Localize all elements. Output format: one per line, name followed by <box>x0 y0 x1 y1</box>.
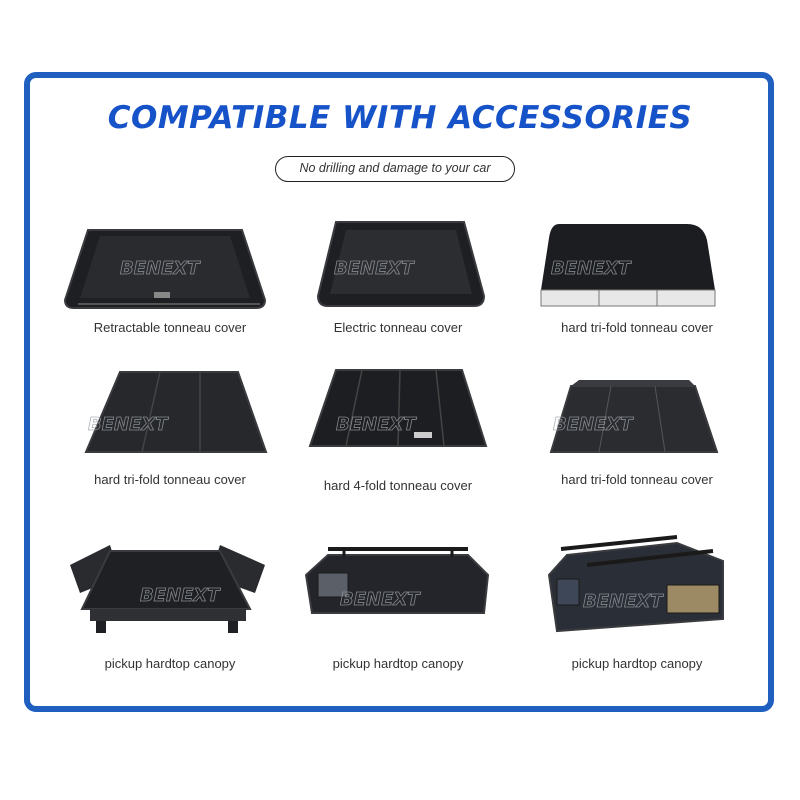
product-label: pickup hardtop canopy <box>104 656 236 671</box>
product-label: hard tri-fold tonneau cover <box>94 472 246 487</box>
canopy-icon: BENEXT <box>304 547 490 614</box>
trifold-cover-icon: BENEXT <box>549 380 719 453</box>
brand-watermark: BENEXT <box>336 414 417 435</box>
brand-watermark: BENEXT <box>340 589 421 610</box>
product-card: BENEXT hard 4-fold tonneau cover <box>288 366 508 526</box>
page-title: COMPATIBLE WITH ACCESSORIES <box>107 100 693 136</box>
product-card: BENEXT pickup hardtop canopy <box>60 535 280 695</box>
product-card: BENEXT Retractable tonneau cover <box>60 212 280 372</box>
product-label: pickup hardtop canopy <box>332 656 464 671</box>
fourfold-cover-icon: BENEXT <box>308 369 488 447</box>
brand-watermark: BENEXT <box>120 258 201 279</box>
brand-watermark: BENEXT <box>140 585 221 606</box>
product-card: BENEXT hard tri-fold tonneau cover <box>60 366 280 526</box>
brand-watermark: BENEXT <box>334 258 415 279</box>
product-card: BENEXT Electric tonneau cover <box>288 212 508 372</box>
product-label: Electric tonneau cover <box>333 320 463 335</box>
brand-watermark: BENEXT <box>553 414 634 435</box>
trifold-cover-icon: BENEXT <box>540 224 716 307</box>
canopy-icon: BENEXT <box>547 535 724 633</box>
canopy-icon: BENEXT <box>70 545 265 633</box>
product-card: BENEXT hard tri-fold tonneau cover <box>527 366 747 526</box>
subtitle-pill: No drilling and damage to your car <box>275 156 515 182</box>
product-label: hard tri-fold tonneau cover <box>561 320 713 335</box>
product-card: BENEXT pickup hardtop canopy <box>288 535 508 695</box>
electric-cover-icon: BENEXT <box>316 221 486 307</box>
product-label: hard tri-fold tonneau cover <box>561 472 713 487</box>
product-label: Retractable tonneau cover <box>93 320 247 335</box>
product-label: pickup hardtop canopy <box>571 656 703 671</box>
brand-watermark: BENEXT <box>583 591 664 612</box>
product-card: BENEXT hard tri-fold tonneau cover <box>527 212 747 372</box>
product-card: BENEXT pickup hardtop canopy <box>527 535 747 695</box>
brand-watermark: BENEXT <box>551 258 632 279</box>
product-label: hard 4-fold tonneau cover <box>323 478 473 493</box>
trifold-cover-icon: BENEXT <box>84 371 268 453</box>
retractable-cover-icon: BENEXT <box>63 229 267 309</box>
brand-watermark: BENEXT <box>88 414 169 435</box>
